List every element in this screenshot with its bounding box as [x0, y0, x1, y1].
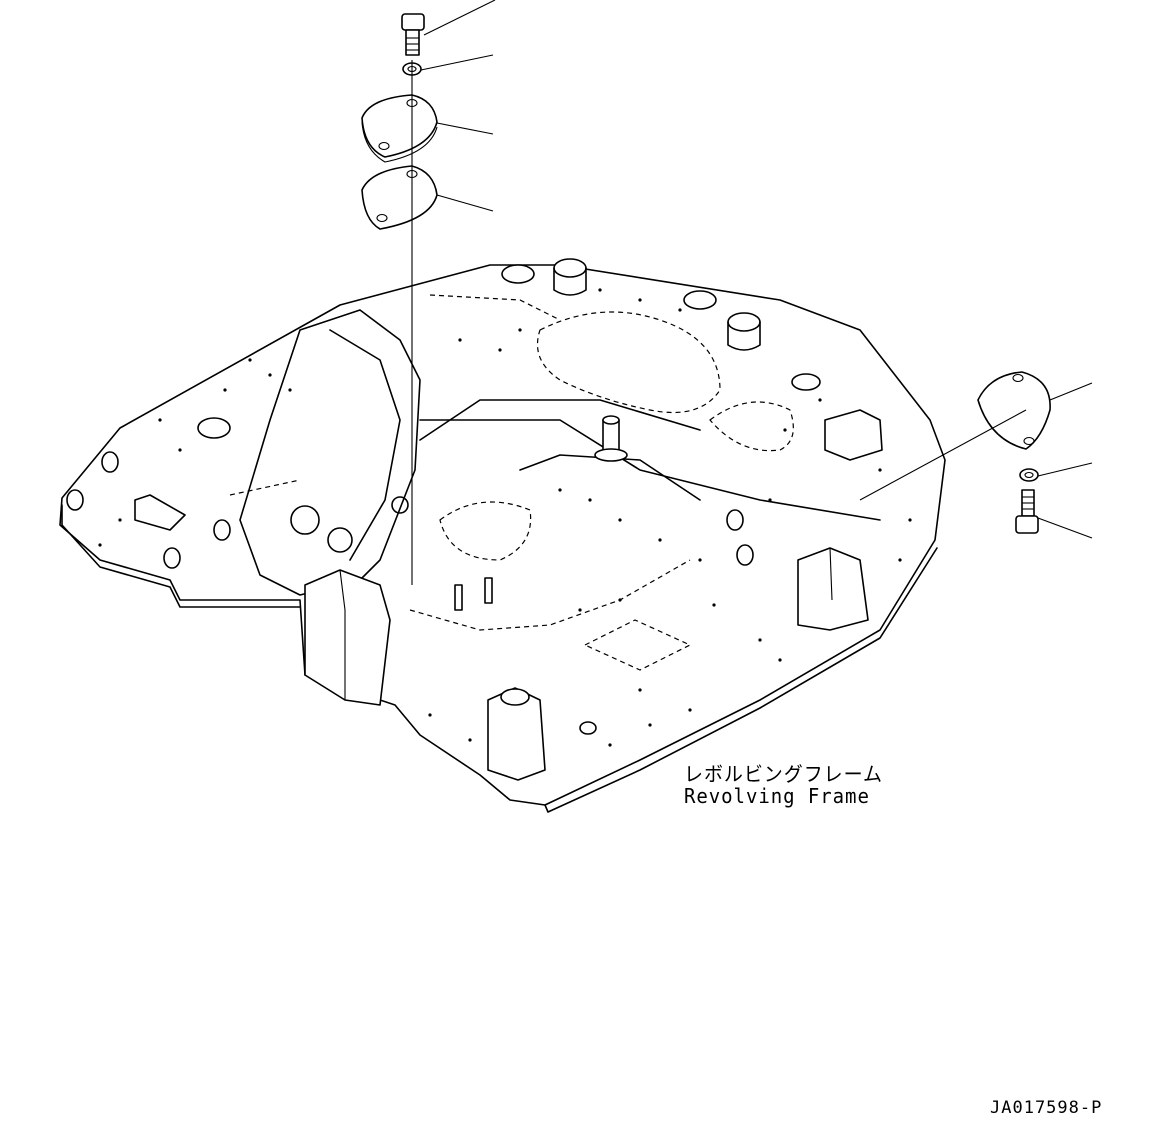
upper-bolt-icon	[401, 13, 425, 56]
right-bolt-icon	[1015, 489, 1039, 534]
revolving-frame-drawing	[59, 258, 946, 813]
part-name-japanese: レボルビングフレーム	[684, 762, 883, 786]
rear-mount-icons	[501, 258, 821, 391]
leader-lines-right	[859, 382, 1093, 539]
rivet-dots	[98, 288, 912, 747]
leader-lines-upper	[420, 0, 496, 212]
right-cover-plate-icon	[977, 371, 1051, 450]
upper-cover-plate-icon	[361, 94, 438, 163]
part-name-english: Revolving Frame	[684, 784, 870, 808]
right-washer-icon	[1019, 468, 1039, 482]
lower-cover-plate-icon	[361, 165, 438, 230]
drawing-number: JA017598-P	[990, 1098, 1103, 1118]
